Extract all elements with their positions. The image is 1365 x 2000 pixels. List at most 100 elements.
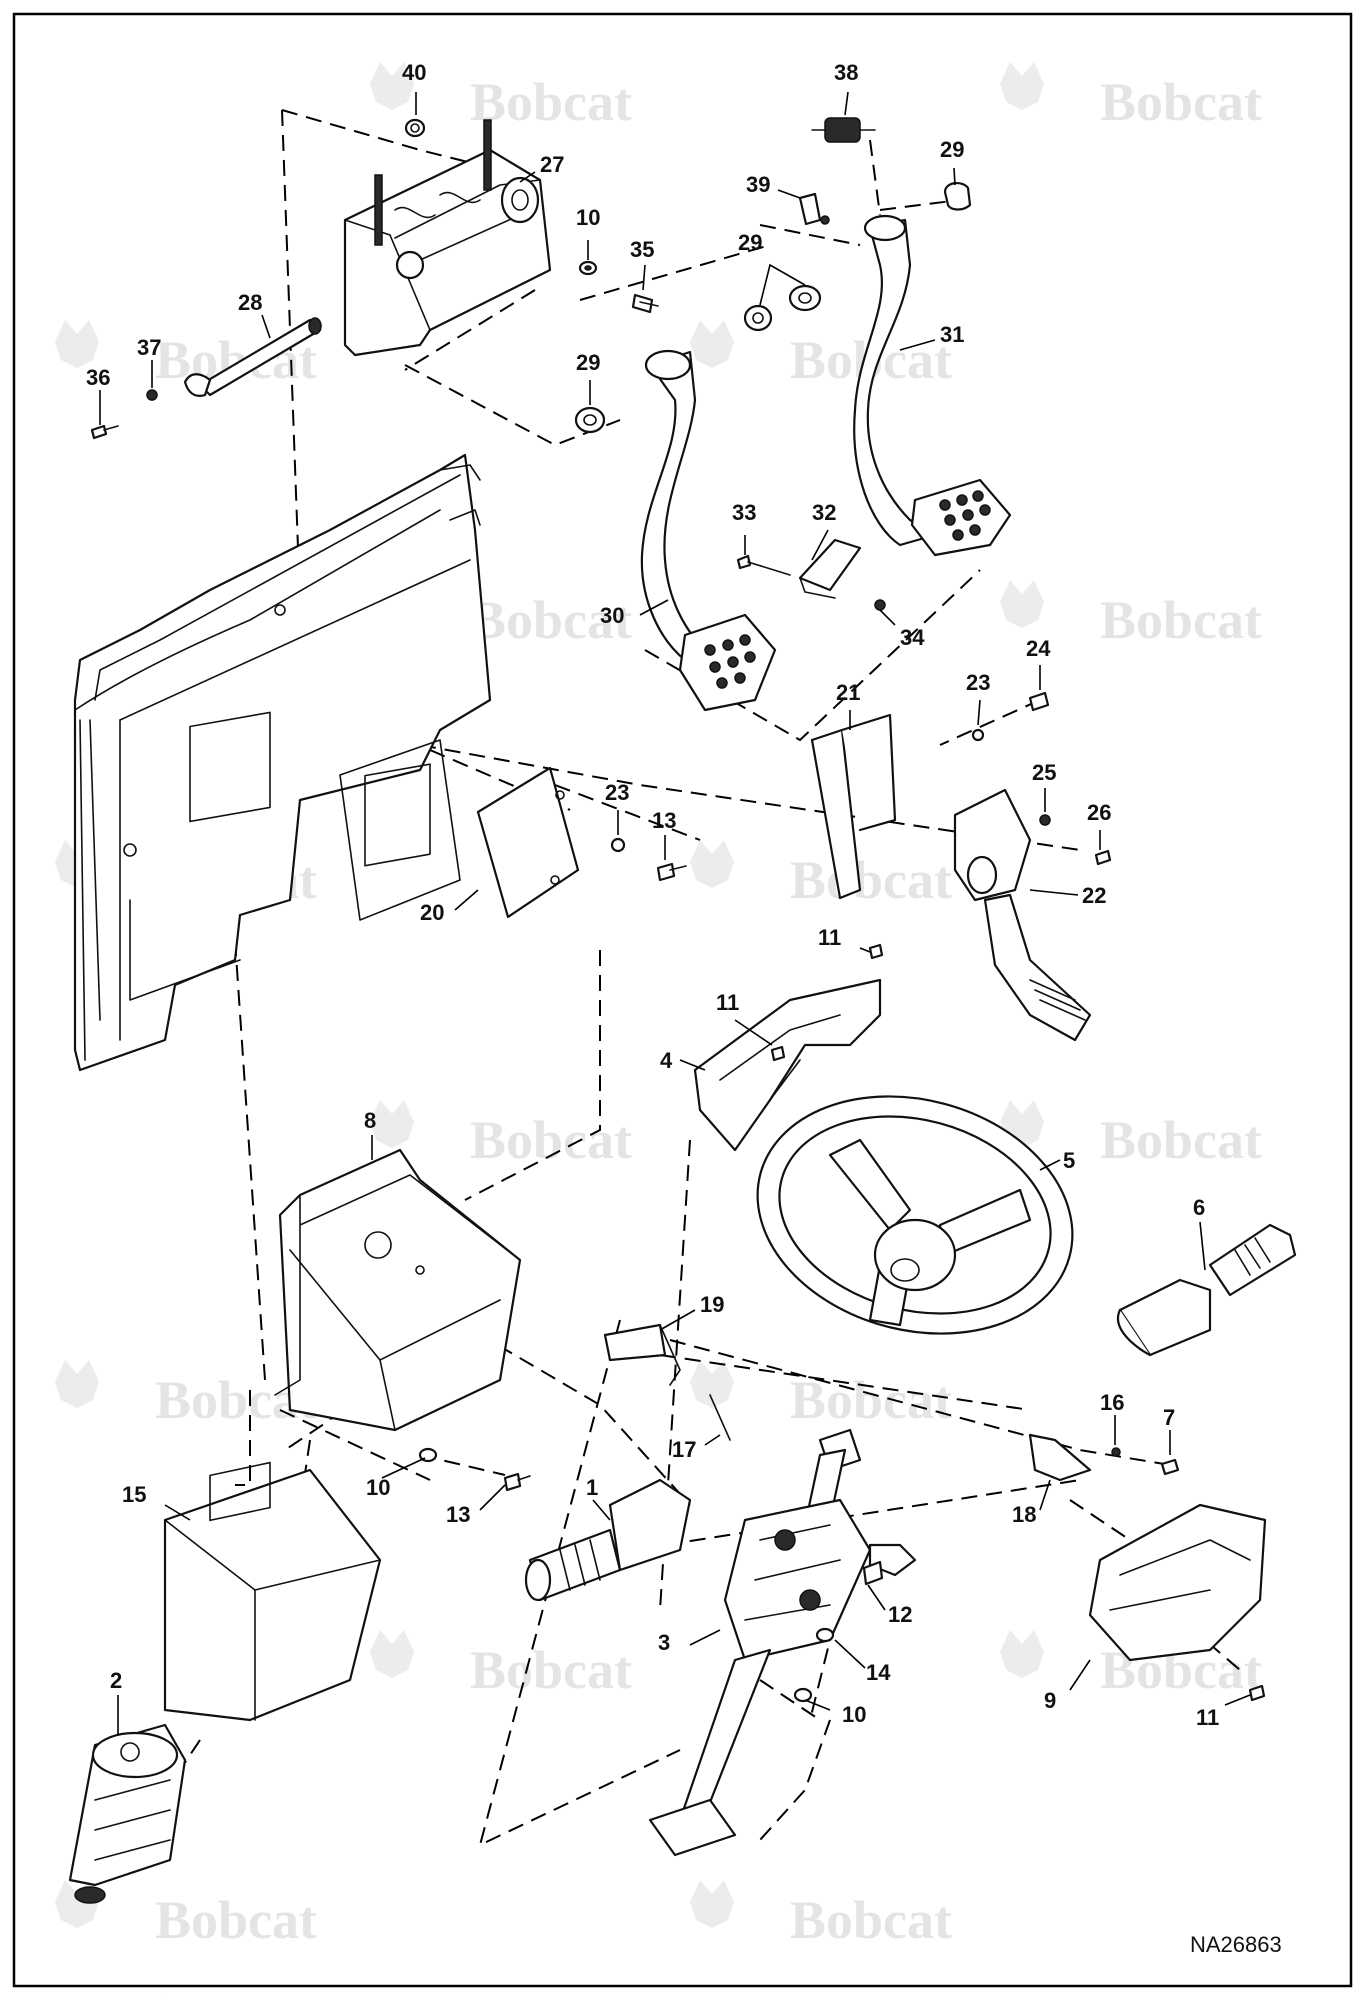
callout-23: 23	[966, 670, 990, 695]
callout-14: 14	[866, 1660, 891, 1685]
watermark-text: Bobcat	[470, 72, 632, 132]
fitting-part-1	[524, 1478, 692, 1602]
washer-part-10-bottom	[793, 1687, 813, 1703]
callout-27: 27	[540, 152, 564, 177]
spring-part-38	[811, 117, 876, 143]
washer-part-37	[146, 389, 158, 401]
nut-part-34	[874, 599, 886, 611]
pivot-rod-part-28	[183, 317, 322, 397]
callout-16: 16	[1100, 1390, 1124, 1415]
pedal-bracket-part-27	[343, 119, 552, 357]
callout-10: 10	[366, 1475, 390, 1500]
callout-36: 36	[86, 365, 110, 390]
leader-lines	[99, 91, 1251, 1735]
callout-6: 6	[1193, 1195, 1205, 1220]
callout-7: 7	[1163, 1405, 1175, 1430]
callout-30: 30	[600, 603, 624, 628]
callout-22: 22	[1082, 883, 1106, 908]
callout-29: 29	[576, 350, 600, 375]
callout-8: 8	[364, 1108, 376, 1133]
pedal-part-31	[853, 214, 1012, 557]
watermark-text: Bobcat	[790, 1370, 952, 1430]
bracket-part-21	[810, 713, 897, 900]
callout-13: 13	[652, 808, 676, 833]
pedal-part-30	[640, 349, 777, 712]
callout-34: 34	[900, 625, 925, 650]
bolt-part-35	[631, 293, 659, 314]
screw-part-11-b	[868, 943, 884, 960]
watermark-text: Bobcat	[790, 850, 952, 910]
callout-10: 10	[842, 1702, 866, 1727]
dash-panel-assembly	[73, 453, 492, 1072]
bracket-part-19	[603, 1323, 681, 1386]
bushing-part-29-mid-b	[743, 304, 773, 332]
control-switch-part-6	[1116, 1223, 1297, 1357]
callout-11: 11	[716, 990, 739, 1015]
watermark-text: Bobcat	[155, 1890, 317, 1950]
bracket-part-32	[798, 538, 862, 599]
callout-24: 24	[1026, 636, 1051, 661]
callout-40: 40	[402, 60, 426, 85]
accelerator-pedal-part-22	[953, 788, 1092, 1042]
callout-17: 17	[672, 1437, 696, 1462]
callout-21: 21	[836, 680, 860, 705]
screw-part-7	[1160, 1458, 1180, 1476]
assembly-lines	[159, 109, 1241, 1847]
callout-11: 11	[1196, 1705, 1219, 1730]
callout-29: 29	[940, 137, 964, 162]
console-cover-part-15	[163, 1461, 382, 1722]
steering-wheel-part-5	[756, 1095, 1074, 1335]
watermark-text: Bobcat	[470, 1640, 632, 1700]
callout-32: 32	[812, 500, 836, 525]
watermark-text: Bobcat	[470, 1110, 632, 1170]
watermark-text: Bobcat	[1100, 1110, 1262, 1170]
callout-4: 4	[660, 1048, 673, 1073]
washer-part-25	[1039, 814, 1051, 826]
callout-33: 33	[732, 500, 756, 525]
screw-part-33	[736, 554, 791, 576]
watermark-text: Bobcat	[1100, 72, 1262, 132]
bushing-part-29-left	[574, 406, 606, 434]
watermark-text: Bobcat	[1100, 590, 1262, 650]
pin-part-17	[709, 1394, 731, 1441]
console-part-8	[274, 1148, 522, 1432]
callout-15: 15	[122, 1482, 146, 1507]
screw-part-11-a	[770, 1045, 786, 1062]
callout-39: 39	[746, 172, 770, 197]
screw-part-11-c	[1248, 1684, 1266, 1702]
callout-25: 25	[1032, 760, 1056, 785]
bolt-part-12	[862, 1560, 884, 1586]
callout-5: 5	[1063, 1148, 1075, 1173]
diagram-border	[12, 12, 1353, 1988]
bolt-part-13-top	[656, 862, 687, 882]
figure-id: NA26863	[1190, 1932, 1282, 1957]
watermark-text: Bobcat	[470, 590, 632, 650]
screw-part-26	[1094, 849, 1112, 866]
washer-part-23-right	[971, 728, 985, 742]
washer-part-14	[815, 1627, 835, 1643]
stop-part-39	[798, 192, 830, 226]
callout-31: 31	[940, 322, 964, 347]
callout-28: 28	[238, 290, 262, 315]
callout-35: 35	[630, 237, 654, 262]
washer-part-23-left	[610, 837, 626, 853]
washer-part-16	[1111, 1447, 1121, 1457]
callout-10: 10	[576, 205, 600, 230]
callout-labels: 40 27 10 35 28 37 36 38 39 29 29 29 31 3…	[86, 60, 1219, 1730]
callout-3: 3	[658, 1630, 670, 1655]
callout-19: 19	[700, 1292, 724, 1317]
callout-9: 9	[1044, 1688, 1056, 1713]
bolt-part-24	[1028, 691, 1050, 712]
bracket-part-18	[1028, 1433, 1092, 1482]
cover-plate-part-20	[476, 766, 580, 919]
watermark-text: Bobcat	[790, 1890, 952, 1950]
callout-26: 26	[1087, 800, 1111, 825]
callout-29: 29	[738, 230, 762, 255]
callout-2: 2	[110, 1668, 122, 1693]
steering-valve-part-2	[68, 1723, 187, 1904]
callout-23: 23	[605, 780, 629, 805]
callout-13: 13	[446, 1502, 470, 1527]
bushing-part-29-mid-a	[788, 284, 822, 312]
callout-37: 37	[137, 335, 161, 360]
